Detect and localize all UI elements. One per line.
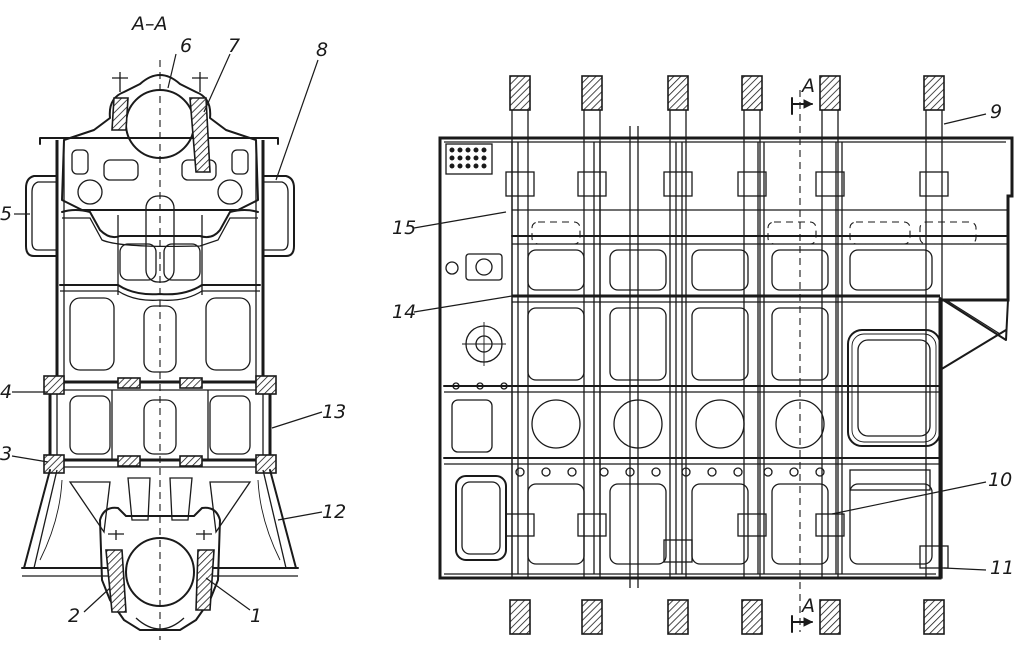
side-covers [25, 175, 295, 257]
transverse-posts [511, 142, 843, 574]
callout-8: 8 [316, 39, 328, 61]
end-bracket [939, 297, 1009, 371]
inspection-door [847, 329, 941, 447]
callout-7: 7 [228, 35, 240, 57]
side-elevation-view: A A 9 15 14 10 11 [392, 75, 1014, 635]
main-bearing-housing [99, 506, 221, 631]
bay-openings [451, 221, 977, 565]
callout-14: 14 [392, 301, 416, 323]
tie-rod-2 [577, 75, 607, 635]
callout-15: 15 [392, 217, 416, 239]
callout-5: 5 [0, 203, 12, 225]
lower-left-door [455, 475, 507, 561]
flange-fittings [445, 253, 506, 366]
section-arrow-top: A [791, 75, 815, 115]
tie-rod-1 [505, 75, 535, 635]
tie-rod-5 [815, 75, 845, 635]
callout-10: 10 [988, 469, 1012, 491]
tie-rod-3 [663, 75, 693, 635]
right-callouts: 9 15 14 10 11 [392, 101, 1014, 579]
section-mark-top: A [800, 75, 815, 97]
callout-13: 13 [322, 401, 346, 423]
callout-6: 6 [180, 35, 192, 57]
tie-rods [505, 75, 949, 635]
callout-3: 3 [0, 443, 12, 465]
callout-11: 11 [990, 557, 1014, 579]
break-lines [629, 126, 639, 588]
section-arrow-bottom: A [791, 595, 815, 633]
callout-9: 9 [990, 101, 1002, 123]
callout-1: 1 [250, 605, 262, 627]
callout-12: 12 [322, 501, 346, 523]
nameplate [445, 143, 493, 175]
tie-rod-6 [919, 75, 949, 635]
section-view-a-a: A–A [0, 13, 346, 640]
callout-2: 2 [68, 605, 80, 627]
section-title: A–A [130, 13, 168, 35]
left-callouts: 6 7 8 5 4 3 13 12 2 1 [0, 35, 346, 627]
frame-side-walls [39, 137, 279, 465]
section-mark-bottom: A [800, 595, 815, 617]
tie-rod-4 [737, 75, 767, 635]
callout-4: 4 [0, 381, 12, 403]
tie-rod-flanges [43, 375, 277, 474]
top-bearing-housing [61, 72, 259, 211]
